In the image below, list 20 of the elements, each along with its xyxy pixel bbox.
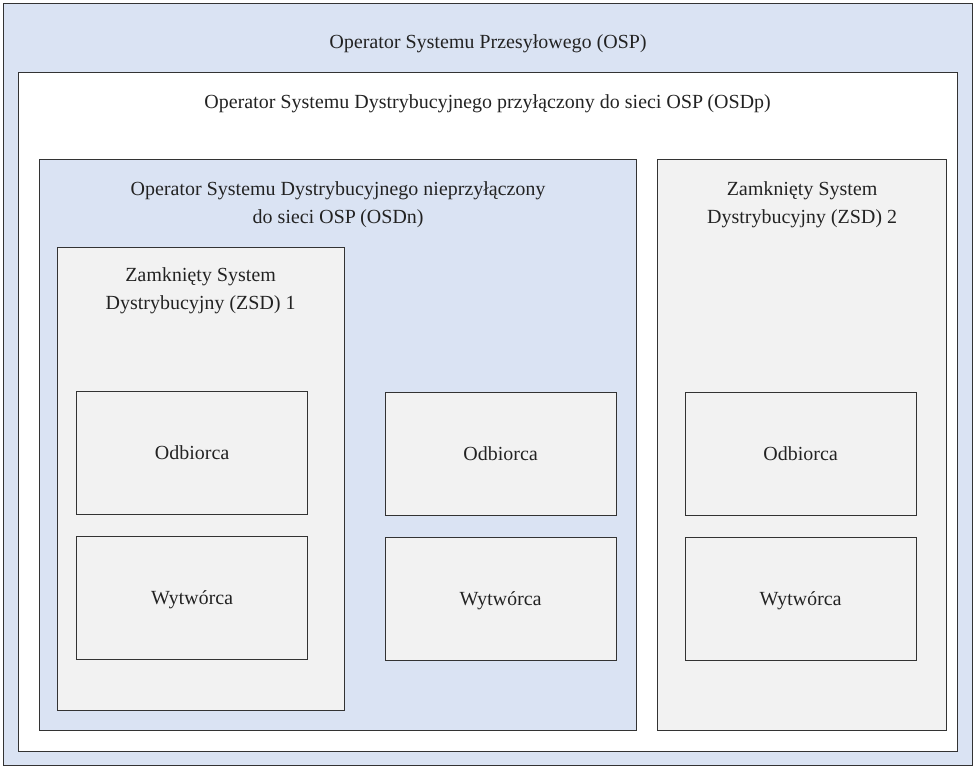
system-container (657, 159, 947, 731)
container-title: Zamknięty System Dystrybucyjny (ZSD) 1 (104, 262, 296, 316)
entity-label: Odbiorca (762, 442, 839, 466)
entity-label: Wytwórca (758, 586, 843, 612)
entity-label: Wytwórca (150, 586, 234, 611)
entity-box (684, 392, 916, 516)
container-title: Operator Systemu Dystrybucyjnego nieprzyłączony do sieci OSP (OSDn) (130, 177, 546, 230)
system-container (56, 246, 344, 710)
entity-box (684, 536, 916, 660)
entity-box (384, 392, 616, 516)
container-title: Zamknięty System Dystrybucyjny (ZSD) 2 (706, 177, 898, 230)
entity-box (76, 391, 308, 515)
entity-label: Odbiorca (462, 442, 539, 466)
entity-label: Wytwórca (458, 586, 543, 612)
entity-box (384, 536, 616, 660)
container-title: Operator Systemu Dystrybucyjnego przyłączony do sieci OSP (OSDp) (203, 90, 772, 114)
entity-box (76, 536, 308, 660)
entity-label: Odbiorca (154, 441, 230, 466)
container-title: Operator Systemu Przesyłowego (OSP) (328, 30, 648, 55)
system-container (39, 159, 637, 731)
